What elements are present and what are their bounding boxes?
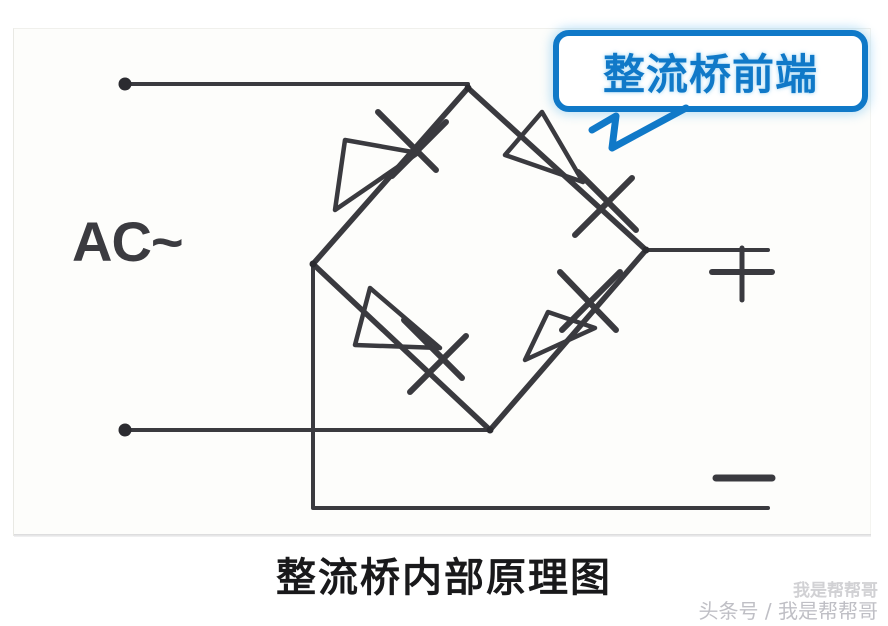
node-top [464,84,472,92]
diode-top-right-triangle [502,109,586,185]
diode-top-left-triangle [332,137,421,213]
diode-top-left-bar [375,109,439,173]
diode-bottom-right [522,269,623,363]
callout-label: 整流桥前端 [602,49,818,99]
diode-top-right [502,109,639,238]
terminal-dot-ac-top [118,77,132,91]
diode-bottom-right-bar2 [557,269,619,333]
node-right [642,246,650,254]
figure-caption: 整流桥内部原理图 [276,555,612,601]
diode-bottom-left [352,285,469,395]
callout-bubble: 整流桥前端 [553,30,868,112]
diode-bottom-left-bar2 [407,333,469,395]
wire-dc-minus [311,262,770,510]
diode-bottom-left-bar [401,317,465,381]
callout-tail-pointer [588,104,690,152]
diode-top-left-bar2 [389,119,449,179]
wire-ac-top [123,82,470,90]
node-left [309,260,317,268]
diode-top-right-bar2 [572,175,635,238]
schematic-panel [13,28,871,536]
dc-plus-terminal [709,245,775,303]
node-bottom [486,426,494,434]
terminal-dot-ac-bottom [118,423,132,437]
ac-input-label: AC~ [72,210,184,273]
panel-shadow [14,534,871,537]
arm-top-right [465,85,649,253]
diode-top-left [332,109,449,213]
